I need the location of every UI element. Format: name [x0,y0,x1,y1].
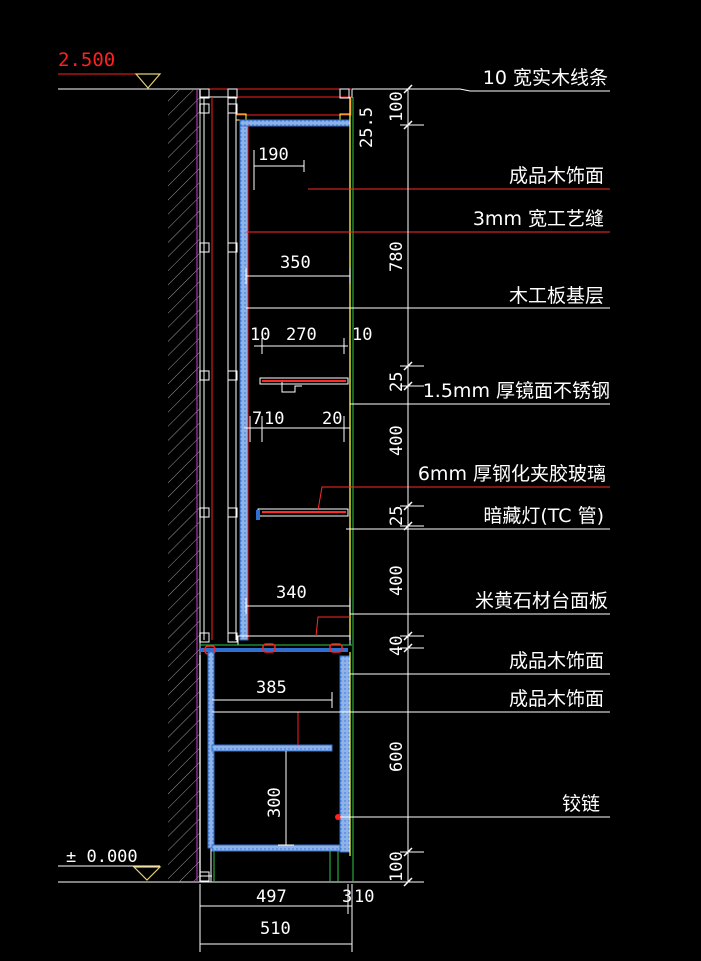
dim-40: 40 [387,636,407,656]
callout-stone-top: 米黄石材台面板 [475,590,608,612]
callouts: 10 宽实木线条 成品木饰面 3mm 宽工艺缝 木工板基层 1.5mm 厚镜面不… [418,67,610,815]
callout-craft-gap: 3mm 宽工艺缝 [473,208,604,230]
dim-100-top: 100 [387,91,407,122]
dim-510: 510 [260,919,291,939]
countertop [200,616,352,646]
horizontal-dimension-labels: 190 350 10 270 10 7 10 20 340 385 300 49… [250,145,374,939]
dim-340: 340 [276,583,307,603]
dim-20: 20 [322,409,342,429]
callout-mirror-steel: 1.5mm 厚镜面不锈钢 [423,380,610,402]
dim-7: 7 [252,409,262,429]
vertical-dimension-labels: 100 25.5 780 25 400 25 400 40 600 100 [357,91,407,882]
callout-hinge: 铰链 [562,793,600,815]
dim-3: 3 [342,887,352,907]
top-elevation-mark: 2.500 [58,49,200,90]
dim-350: 350 [280,253,311,273]
wall [168,90,201,882]
dim-385: 385 [256,678,287,698]
dim-100-bottom: 100 [387,851,407,882]
horizontal-dimension-lines [199,150,353,952]
shelf-top [259,377,349,393]
dim-600: 600 [387,741,407,772]
callout-hidden-light: 暗藏灯(TC 管) [483,505,604,527]
dim-10-left: 10 [250,325,270,345]
dim-10-bottom: 10 [354,887,374,907]
dim-780: 780 [387,241,407,272]
dim-10-right: 10 [352,325,372,345]
callout-laminated-glass: 6mm 厚钢化夹胶玻璃 [418,463,606,485]
upper-cabinet [199,88,420,882]
dim-25-5: 25.5 [357,107,377,148]
dim-300: 300 [265,787,285,818]
dim-400-b: 400 [387,565,407,596]
dim-400-a: 400 [387,425,407,456]
dim-25-b: 25 [387,506,407,526]
dim-25-a: 25 [387,372,407,392]
bottom-elevation-mark: ± 0.000 [58,847,420,883]
callout-wood-veneer-1: 成品木饰面 [509,165,604,187]
dim-190: 190 [258,145,289,165]
callout-blockboard-base: 木工板基层 [509,285,604,307]
vertical-dimension-chain [400,84,424,887]
dim-10-shelf: 10 [264,409,284,429]
callout-wood-veneer-3: 成品木饰面 [509,688,604,710]
bottom-level-label: ± 0.000 [66,847,138,867]
shelf-bottom [256,508,349,520]
callout-wood-veneer-2: 成品木饰面 [509,650,604,672]
top-level-label: 2.500 [58,49,115,71]
dim-270: 270 [286,325,317,345]
callout-wood-trim: 10 宽实木线条 [483,67,608,89]
dim-497: 497 [256,887,287,907]
